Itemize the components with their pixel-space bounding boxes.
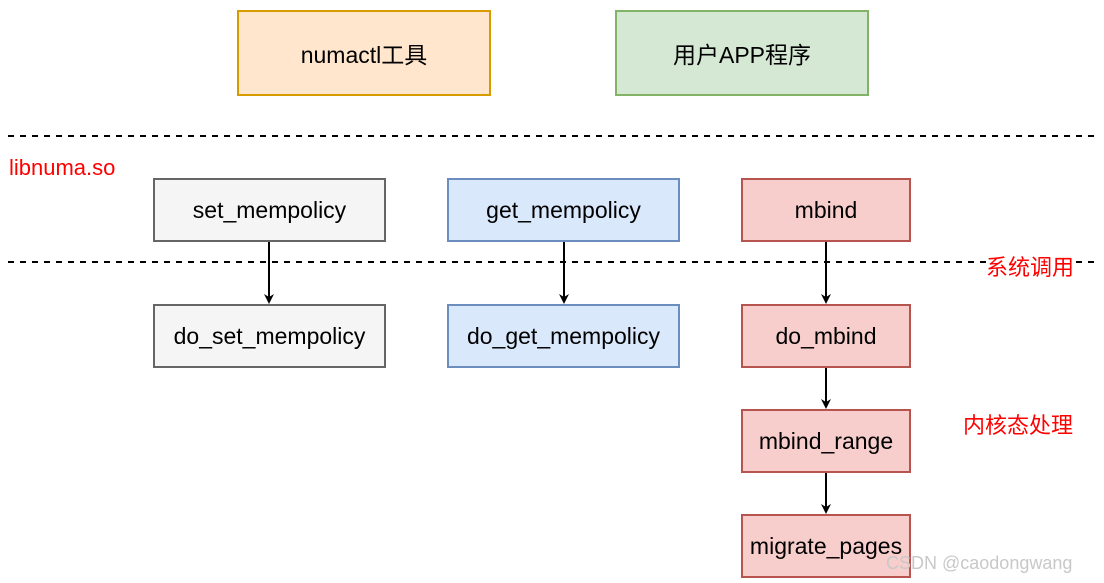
mbind-range-box: mbind_range — [741, 409, 911, 473]
syscall-label: 系统调用 — [986, 250, 1075, 282]
libnuma-label: libnuma.so — [9, 155, 116, 180]
do-mbind-box: do_mbind — [741, 304, 911, 368]
set-mempolicy-box: set_mempolicy — [153, 178, 386, 242]
csdn-watermark: CSDN @caodongwang — [886, 553, 1073, 573]
migrate-pages-box: migrate_pages — [741, 514, 911, 578]
user-app-box: 用户APP程序 — [615, 10, 869, 96]
numactl-tool-box: numactl工具 — [237, 10, 491, 96]
mbind-box: mbind — [741, 178, 911, 242]
do-set-mempolicy-box: do_set_mempolicy — [153, 304, 386, 368]
kernel-label: 内核态处理 — [963, 413, 1074, 438]
get-mempolicy-box: get_mempolicy — [447, 178, 680, 242]
do-get-mempolicy-box: do_get_mempolicy — [447, 304, 680, 368]
